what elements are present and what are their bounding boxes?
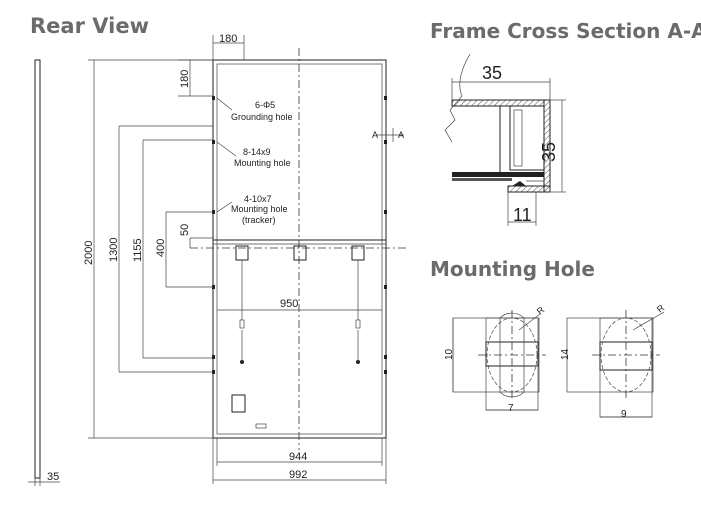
- section-marker-a: A A: [372, 128, 404, 142]
- svg-text:180: 180: [179, 70, 191, 88]
- svg-text:400: 400: [155, 239, 167, 257]
- svg-text:944: 944: [289, 451, 307, 463]
- svg-text:6-Φ5: 6-Φ5: [255, 100, 275, 110]
- svg-text:Grounding hole: Grounding hole: [231, 112, 293, 122]
- frame-holes: [212, 96, 387, 374]
- drain-slot: [255, 423, 267, 429]
- hole2-width: 9: [621, 409, 627, 420]
- dim-35-top: 35: [482, 63, 502, 83]
- svg-text:950: 950: [280, 298, 298, 310]
- svg-text:2000: 2000: [83, 241, 95, 265]
- dim-1300: 1300: [108, 125, 213, 373]
- hole2-height: 14: [560, 348, 571, 360]
- dim-180-side: 180: [178, 59, 213, 97]
- mounting-hole-1: 10 7 R: [444, 304, 547, 414]
- junction-boxes: [235, 245, 365, 364]
- svg-text:50: 50: [179, 224, 191, 236]
- svg-text:A: A: [398, 130, 404, 140]
- label-plate: [231, 394, 246, 413]
- svg-text:A: A: [372, 130, 378, 140]
- svg-text:Mounting hole: Mounting hole: [231, 204, 288, 214]
- dim-944: 944: [216, 438, 383, 466]
- svg-text:8-14x9: 8-14x9: [243, 147, 271, 157]
- hole1-width: 7: [508, 403, 514, 414]
- svg-text:1155: 1155: [132, 238, 144, 262]
- dim-400: 400: [155, 211, 213, 288]
- hole2-radius: R: [655, 302, 667, 314]
- dim-2000: 2000: [83, 59, 213, 439]
- dim-992: 992: [212, 438, 387, 484]
- annotation-tracker-hole: 4-10x7 Mounting hole (tracker): [216, 194, 288, 225]
- side-profile: 35: [28, 59, 60, 486]
- annotation-grounding-hole: 6-Φ5 Grounding hole: [216, 97, 293, 122]
- rear-view-title: Rear View: [30, 14, 149, 38]
- hole1-height: 10: [444, 348, 455, 360]
- svg-text:180: 180: [219, 33, 237, 45]
- frame-cross-section-title: Frame Cross Section A-A: [430, 19, 701, 43]
- svg-text:(tracker): (tracker): [242, 215, 276, 225]
- mounting-hole-title: Mounting Hole: [430, 257, 595, 281]
- annotation-mounting-hole: 8-14x9 Mounting hole: [216, 141, 291, 168]
- dim-35-side: 35: [539, 142, 559, 162]
- svg-text:992: 992: [289, 469, 307, 481]
- dim-11: 11: [513, 205, 532, 225]
- dim-1155: 1155: [132, 139, 213, 359]
- frame-cross-section: 35 35 11: [444, 53, 566, 226]
- dim-50: 50: [179, 224, 213, 248]
- dim-35-side-thickness: 35: [47, 471, 59, 483]
- mounting-hole-2: 14 9 R: [560, 302, 667, 420]
- svg-text:Mounting hole: Mounting hole: [234, 158, 291, 168]
- dim-180-top: 180: [212, 33, 245, 60]
- dim-950: 950: [217, 298, 382, 311]
- svg-text:4-10x7: 4-10x7: [244, 194, 272, 204]
- panel-rear-outline: [212, 59, 387, 439]
- svg-text:1300: 1300: [108, 238, 120, 262]
- hole1-radius: R: [535, 304, 547, 316]
